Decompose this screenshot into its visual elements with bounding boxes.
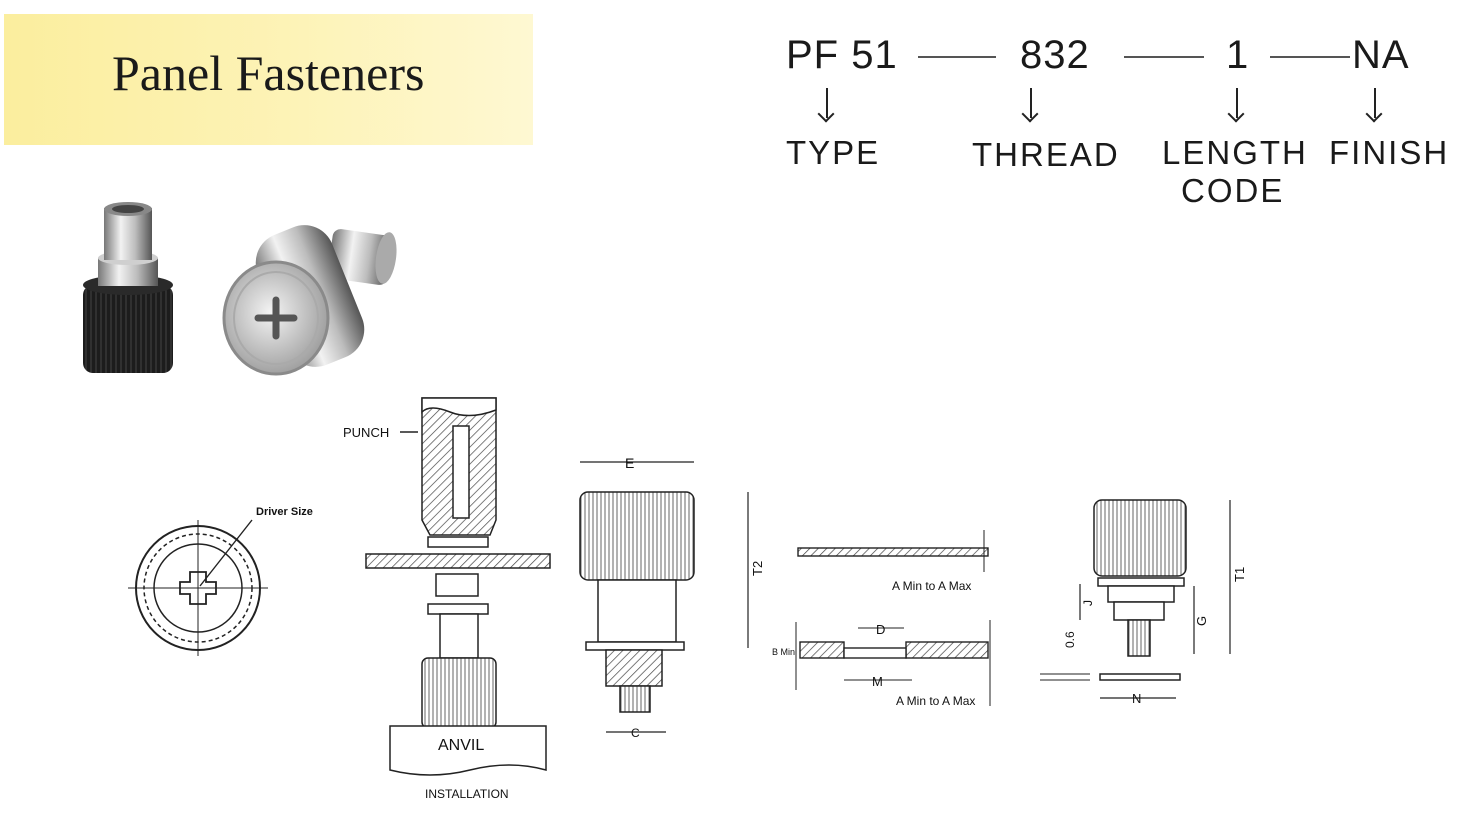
driver-size-label: Driver Size (256, 506, 313, 518)
dimension-t2: T2 (750, 561, 765, 576)
punch-label: PUNCH (343, 425, 389, 440)
screw-view-drawing (1040, 499, 1231, 699)
code-finish: NA (1352, 33, 1410, 77)
code-length: 1 (1226, 33, 1250, 77)
dimension-t1: T1 (1232, 567, 1247, 582)
code-separator (1124, 56, 1204, 58)
code-separator (1270, 56, 1350, 58)
dimension-c: C (631, 726, 640, 740)
dimension-n: N (1132, 691, 1141, 706)
black-fastener-photo (83, 202, 173, 373)
label-thread: THREAD (972, 136, 1120, 173)
top-view-drawing (128, 519, 268, 656)
label-type: TYPE (786, 134, 881, 171)
page-title: Panel Fasteners (112, 45, 425, 101)
dimension-m: M (872, 674, 883, 689)
label-finish: FINISH (1329, 134, 1450, 171)
title-banner (4, 14, 533, 145)
down-arrow-icon (1030, 88, 1032, 118)
label-length: LENGTH (1162, 134, 1308, 171)
installation-label: INSTALLATION (425, 787, 509, 801)
dimension-offset: 0.6 (1063, 631, 1077, 648)
dimension-a-top: A Min to A Max (892, 579, 971, 593)
code-thread: 832 (1020, 33, 1090, 77)
dimension-d: D (876, 622, 885, 637)
code-separator (918, 56, 996, 58)
dimension-b-min: B Min (772, 647, 795, 657)
down-arrow-icon (826, 88, 828, 118)
installation-drawing (365, 397, 551, 776)
chrome-fastener-photo (222, 225, 397, 376)
panel-hole-drawing (795, 530, 991, 706)
dimension-e: E (625, 455, 634, 471)
down-arrow-icon (1374, 88, 1376, 118)
code-type: PF 51 (786, 33, 898, 77)
side-view-drawing (579, 461, 749, 733)
dimension-g: G (1194, 616, 1209, 626)
label-code: CODE (1181, 172, 1285, 209)
dimension-a-bottom: A Min to A Max (896, 694, 975, 708)
anvil-label: ANVIL (438, 737, 484, 754)
dimension-j: J (1081, 600, 1095, 606)
down-arrow-icon (1236, 88, 1238, 118)
